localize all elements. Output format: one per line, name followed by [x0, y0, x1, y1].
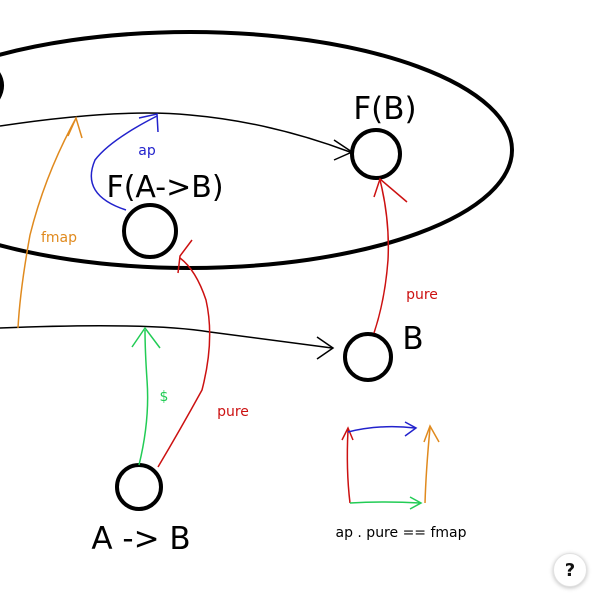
label-fab: F(A->B) [106, 170, 223, 205]
legend-pure-arrowhead [341, 426, 354, 441]
legend-ap-arrowhead [404, 421, 418, 437]
pure-arrow-top [373, 179, 390, 334]
legend-dollar-arrowhead [409, 496, 423, 510]
pure-arrow-bottom [157, 257, 211, 468]
legend-fmap-arrow [424, 427, 431, 504]
fmap-arrowhead [67, 115, 83, 139]
function-arrowhead [316, 336, 335, 360]
node-fab [122, 203, 178, 259]
legend-fmap-arrowhead [423, 424, 440, 443]
ap-arrowhead [138, 113, 159, 133]
dollar-arrowhead [131, 326, 161, 349]
legend-ap-arrow [347, 425, 416, 433]
node-fb [350, 128, 402, 180]
fmap-arrow [17, 119, 76, 329]
legend-dollar-arrow [349, 501, 421, 504]
legend-pure-arrow [346, 429, 351, 504]
dollar-arrow [138, 329, 149, 466]
label-fmap: fmap [41, 230, 77, 246]
pure-arrowhead-top [373, 177, 408, 203]
label-dollar: $ [160, 389, 169, 405]
node-ab [115, 463, 163, 511]
pure-arrowhead-bottom [177, 239, 193, 274]
label-b: B [402, 321, 423, 357]
legend-caption: ap . pure == fmap [335, 525, 466, 541]
ap-arrow [90, 115, 158, 211]
label-pure-bottom: pure [217, 404, 249, 420]
label-ab: A -> B [91, 521, 190, 557]
label-ap: ap [138, 143, 156, 159]
partial-node-left [0, 72, 4, 100]
function-arrow [0, 325, 333, 349]
node-b [343, 332, 393, 382]
fmap-result-arrow [0, 112, 351, 153]
label-pure-top: pure [406, 287, 438, 303]
help-button[interactable]: ? [553, 553, 587, 587]
help-button-label: ? [564, 559, 576, 581]
label-fb: F(B) [353, 91, 416, 127]
